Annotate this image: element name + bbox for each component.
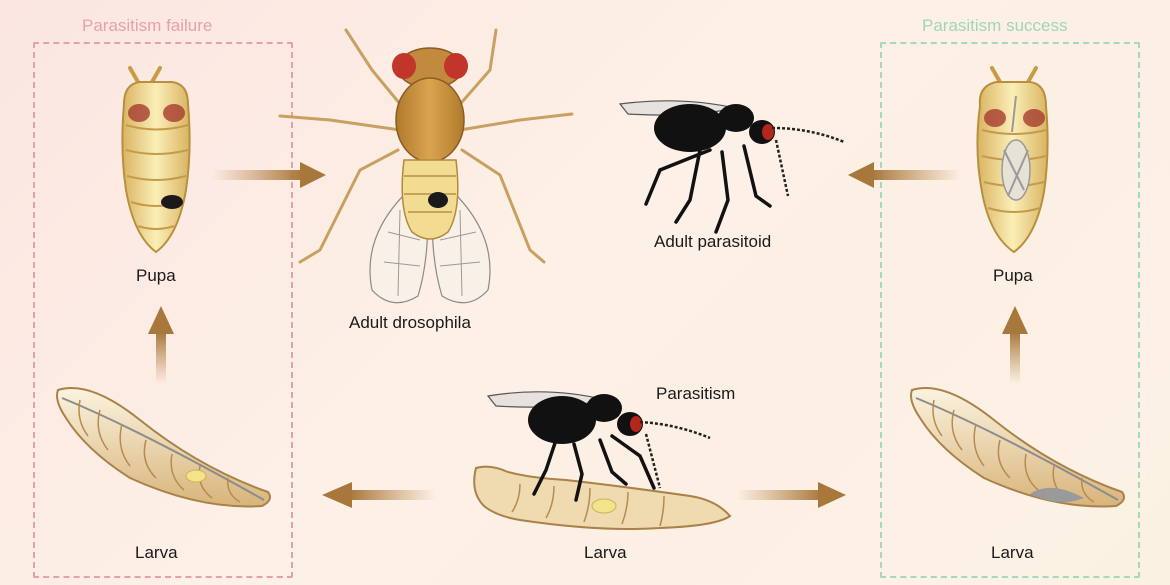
larva-left-illustration: [57, 388, 270, 506]
pupa-left-label: Pupa: [136, 266, 176, 286]
adult-drosophila-illustration: [280, 30, 572, 303]
arrow-larva-up-left: [148, 306, 174, 384]
arrow-center-to-right-larva: [736, 482, 846, 508]
arrow-pupa-to-adult: [212, 162, 326, 188]
arrow-pupa-to-parasitoid: [848, 162, 962, 188]
adult-parasitoid-illustration: [620, 101, 844, 232]
parasitism-label: Parasitism: [656, 384, 735, 404]
adult-parasitoid-label: Adult parasitoid: [654, 232, 771, 252]
pupa-right-label: Pupa: [993, 266, 1033, 286]
center-larva-illustration: [474, 467, 730, 529]
larva-left-label: Larva: [135, 543, 178, 563]
parasitism-success-title: Parasitism success: [916, 16, 1073, 36]
arrow-larva-up-right: [1002, 306, 1028, 384]
adult-drosophila-label: Adult drosophila: [349, 313, 471, 333]
pupa-right-illustration: [977, 68, 1047, 252]
pupa-left-illustration: [122, 68, 189, 252]
parasitism-failure-title: Parasitism failure: [76, 16, 218, 36]
larva-right-illustration: [911, 388, 1124, 506]
larva-right-label: Larva: [991, 543, 1034, 563]
arrow-center-to-left-larva: [322, 482, 436, 508]
larva-center-label: Larva: [584, 543, 627, 563]
